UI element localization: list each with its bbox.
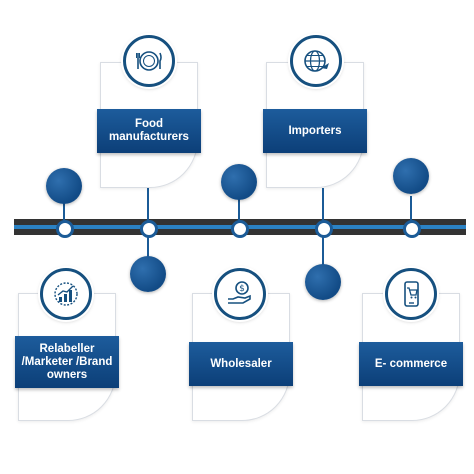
timeline-bubble-1 [46,168,82,204]
stem-food [147,188,149,222]
stem-3-up [238,196,240,224]
hand-dollar-icon: $ [214,268,266,320]
stem-5-up [410,196,412,224]
phone-cart-icon [385,268,437,320]
timeline-bubble-3 [221,164,257,200]
stem-4-down [322,230,324,266]
timeline-bubble-2 [130,256,166,292]
timeline-node-1 [56,220,74,238]
timeline-bubble-4 [305,264,341,300]
timeline-node-4 [315,220,333,238]
card-label-food-manufacturers: Food manufacturers [97,109,201,153]
svg-text:$: $ [239,284,245,294]
growth-chart-icon [40,268,92,320]
stem-2-down [147,230,149,266]
card-food-manufacturers: Food manufacturers [97,62,201,188]
card-label-importers: Importers [263,109,367,153]
stem-1-up [63,196,65,224]
card-label-wholesaler: Wholesaler [189,342,293,386]
timeline-node-5 [403,220,421,238]
card-label-ecommerce: E- commerce [359,342,463,386]
stem-importers [322,188,324,222]
timeline-node-2 [140,220,158,238]
fork-knife-plate-icon [123,35,175,87]
timeline-node-3 [231,220,249,238]
timeline-bubble-5 [393,158,429,194]
card-label-relabeller: Relabeller /Marketer /Brand owners [15,336,119,388]
globe-plane-icon [290,35,342,87]
card-importers: Importers [263,62,367,188]
